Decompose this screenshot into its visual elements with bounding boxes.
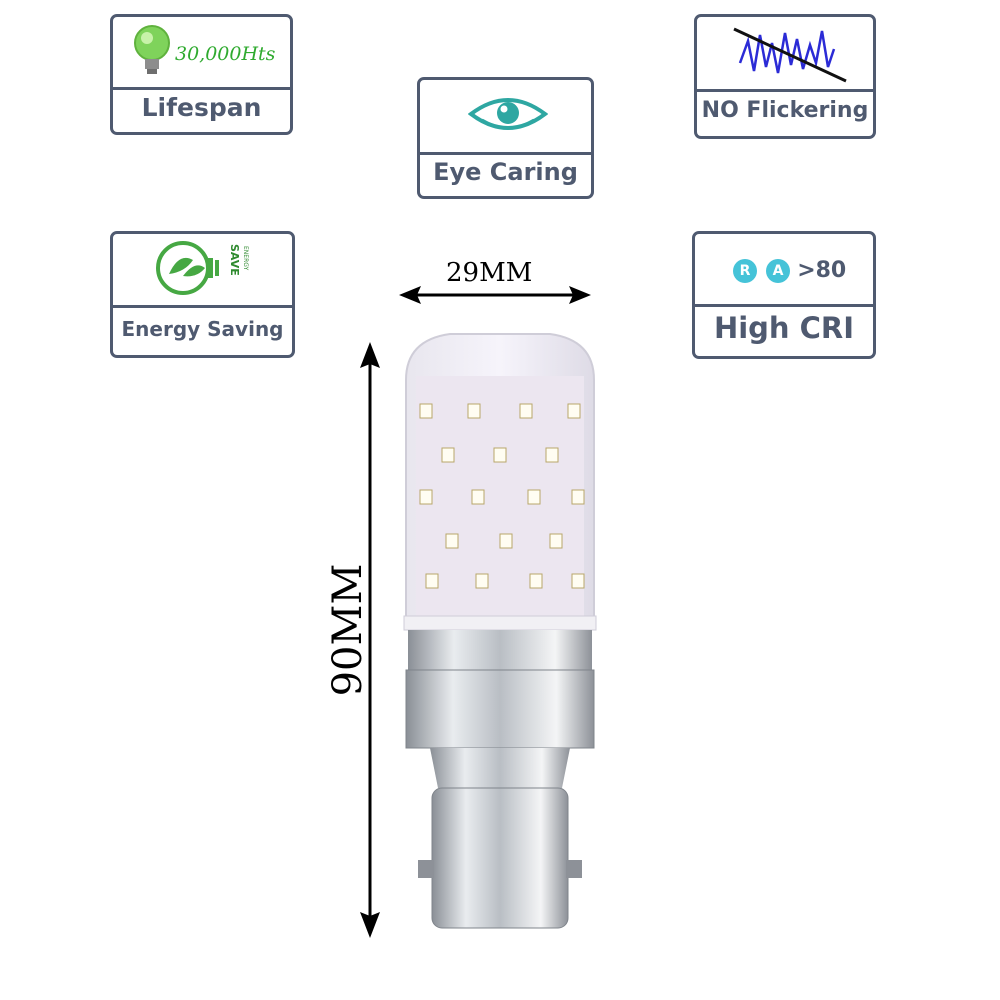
lifespan-divider xyxy=(113,87,290,90)
flicker-wave-icon xyxy=(733,27,847,83)
energy-text: ENERGY xyxy=(242,246,249,271)
eye-caring-icon-area xyxy=(420,80,591,152)
lifespan-label: Lifespan xyxy=(141,93,262,122)
width-dimension-arrow xyxy=(399,286,591,304)
eye-icon xyxy=(468,98,548,130)
led-corn-bulb-image xyxy=(403,333,597,929)
eye-caring-divider xyxy=(420,152,591,155)
height-dimension-arrow xyxy=(360,342,380,938)
high-cri-icon-area: R A >80 xyxy=(695,234,873,304)
width-dimension-label: 29MM xyxy=(446,258,533,288)
energy-saving-badge: SAVE ENERGY Energy Saving xyxy=(110,231,295,358)
ra-icon: R A >80 xyxy=(733,258,846,284)
r-circle: R xyxy=(733,258,757,283)
no-flickering-divider xyxy=(697,89,873,92)
lifespan-icon-area: 30,000Hts xyxy=(113,17,290,87)
high-cri-divider xyxy=(695,304,873,307)
energy-saving-label: Energy Saving xyxy=(121,317,284,341)
no-flickering-icon-area xyxy=(697,17,873,89)
a-circle: A xyxy=(766,258,791,283)
save-text: SAVE xyxy=(228,244,241,276)
no-flickering-badge: NO Flickering xyxy=(694,14,876,139)
eye-caring-badge: Eye Caring xyxy=(417,77,594,199)
lifespan-badge: 30,000Hts Lifespan xyxy=(110,14,293,135)
lifespan-hours-text: 30,000Hts xyxy=(175,43,276,65)
energy-bulb-icon xyxy=(156,241,219,295)
lightbulb-icon xyxy=(134,25,170,74)
high-cri-label: High CRI xyxy=(713,311,855,345)
energy-saving-icon-area: SAVE ENERGY xyxy=(113,234,292,305)
height-dimension-label: 90MM xyxy=(325,563,371,697)
energy-saving-divider xyxy=(113,305,292,308)
cri-value-text: >80 xyxy=(797,258,847,283)
no-flickering-label: NO Flickering xyxy=(701,98,869,123)
high-cri-badge: R A >80 High CRI xyxy=(692,231,876,359)
eye-caring-label: Eye Caring xyxy=(433,158,578,186)
